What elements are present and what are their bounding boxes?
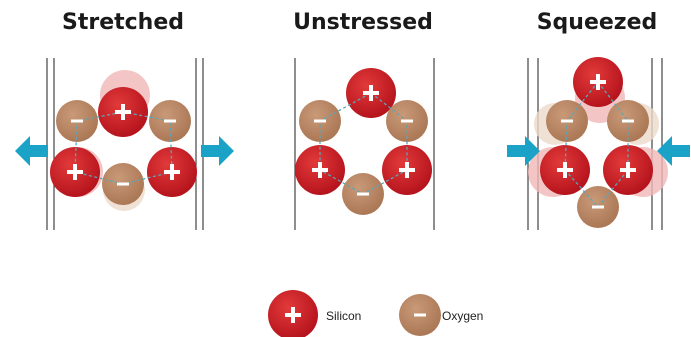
- plus-sign: [73, 164, 77, 180]
- squeezed-left-arrow: [507, 136, 540, 166]
- minus-sign: [561, 119, 573, 123]
- stretched-left-arrow: [15, 136, 48, 166]
- plus-sign: [170, 164, 174, 180]
- stretched-right-arrow: [201, 136, 234, 166]
- minus-sign: [314, 119, 326, 123]
- minus-sign: [357, 192, 369, 196]
- minus-sign: [117, 182, 129, 186]
- squeezed-title: Squeezed: [536, 10, 658, 35]
- minus-sign: [71, 119, 83, 123]
- minus-sign: [592, 205, 604, 209]
- plus-sign: [318, 162, 322, 178]
- stretched-title: Stretched: [61, 10, 185, 35]
- plus-sign: [369, 85, 373, 101]
- plus-sign: [626, 162, 630, 178]
- legend-plus-sign: [291, 307, 295, 323]
- legend-oxygen-label: Oxygen: [442, 309, 484, 323]
- plus-sign: [596, 74, 600, 90]
- plus-sign: [563, 162, 567, 178]
- minus-sign: [164, 119, 176, 123]
- minus-sign: [401, 119, 413, 123]
- legend-silicon-label: Silicon: [326, 309, 362, 323]
- squeezed-right-arrow: [657, 136, 690, 166]
- plus-sign: [121, 104, 125, 120]
- legend-minus-sign: [414, 313, 426, 317]
- unstressed-title: Unstressed: [293, 10, 433, 35]
- plus-sign: [405, 162, 409, 178]
- minus-sign: [622, 119, 634, 123]
